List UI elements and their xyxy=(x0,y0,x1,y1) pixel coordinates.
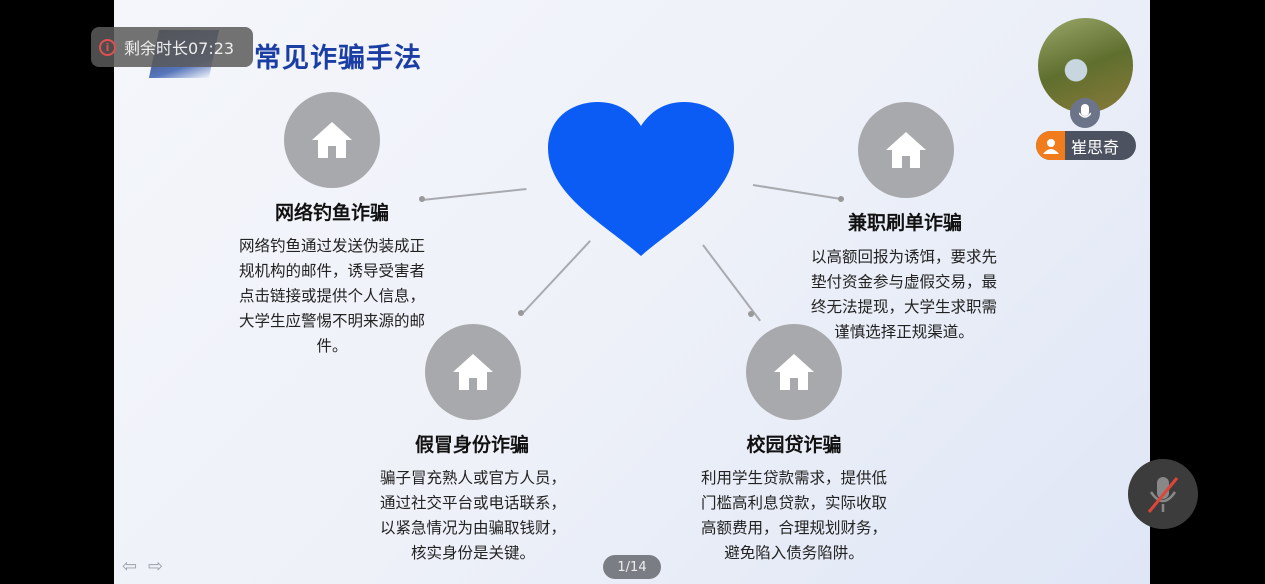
participant-name: 崔思奇 xyxy=(1071,137,1120,157)
presentation-slide: 常见诈骗手法 网络钓鱼诈骗 网络钓鱼通过发送伪装成正规机构的邮件，诱导受害者点击… xyxy=(114,0,1150,584)
slide-title: 常见诈骗手法 xyxy=(254,43,422,74)
microphone-muted-icon xyxy=(1147,477,1179,513)
microphone-icon xyxy=(1070,98,1100,128)
item-heading: 网络钓鱼诈骗 xyxy=(274,202,389,224)
participant-name-tag: 崔思奇 xyxy=(1036,131,1136,160)
home-icon xyxy=(858,102,954,198)
info-icon: i xyxy=(99,38,116,56)
connector-dot xyxy=(518,310,524,316)
remaining-time-badge: i 剩余时长07:23 xyxy=(91,27,253,67)
connector-line xyxy=(752,184,843,201)
timer-text: 剩余时长07:23 xyxy=(124,39,235,58)
item-heading: 假冒身份诈骗 xyxy=(414,434,529,456)
heart-icon xyxy=(548,102,734,256)
home-icon xyxy=(746,324,842,420)
connector-dot xyxy=(748,311,754,317)
connector-dot xyxy=(419,196,425,202)
connector-dot xyxy=(838,196,844,202)
mute-microphone-button[interactable] xyxy=(1128,459,1198,529)
home-icon xyxy=(284,92,380,188)
item-text: 骗子冒充熟人或官方人员，通过社交平台或电话联系，以紧急情况为由骗取钱财，核实身份… xyxy=(379,469,566,562)
item-text: 网络钓鱼通过发送伪装成正规机构的邮件，诱导受害者点击链接或提供个人信息，大学生应… xyxy=(238,237,425,355)
prev-slide-button[interactable]: ⇦ xyxy=(122,556,138,577)
page-indicator: 1/14 xyxy=(603,555,661,579)
item-heading: 兼职刷单诈骗 xyxy=(847,212,962,234)
participant-avatar[interactable] xyxy=(1038,18,1133,113)
next-slide-button[interactable]: ⇨ xyxy=(148,556,164,577)
user-icon xyxy=(1036,131,1065,160)
item-text: 以高额回报为诱饵，要求先垫付资金参与虚假交易，最终无法提现，大学生求职需谨慎选择… xyxy=(810,248,997,341)
item-heading: 校园贷诈骗 xyxy=(746,434,842,456)
item-text: 利用学生贷款需求，提供低门槛高利息贷款，实际收取高额费用，合理规划财务，避免陷入… xyxy=(700,469,887,562)
home-icon xyxy=(425,324,521,420)
